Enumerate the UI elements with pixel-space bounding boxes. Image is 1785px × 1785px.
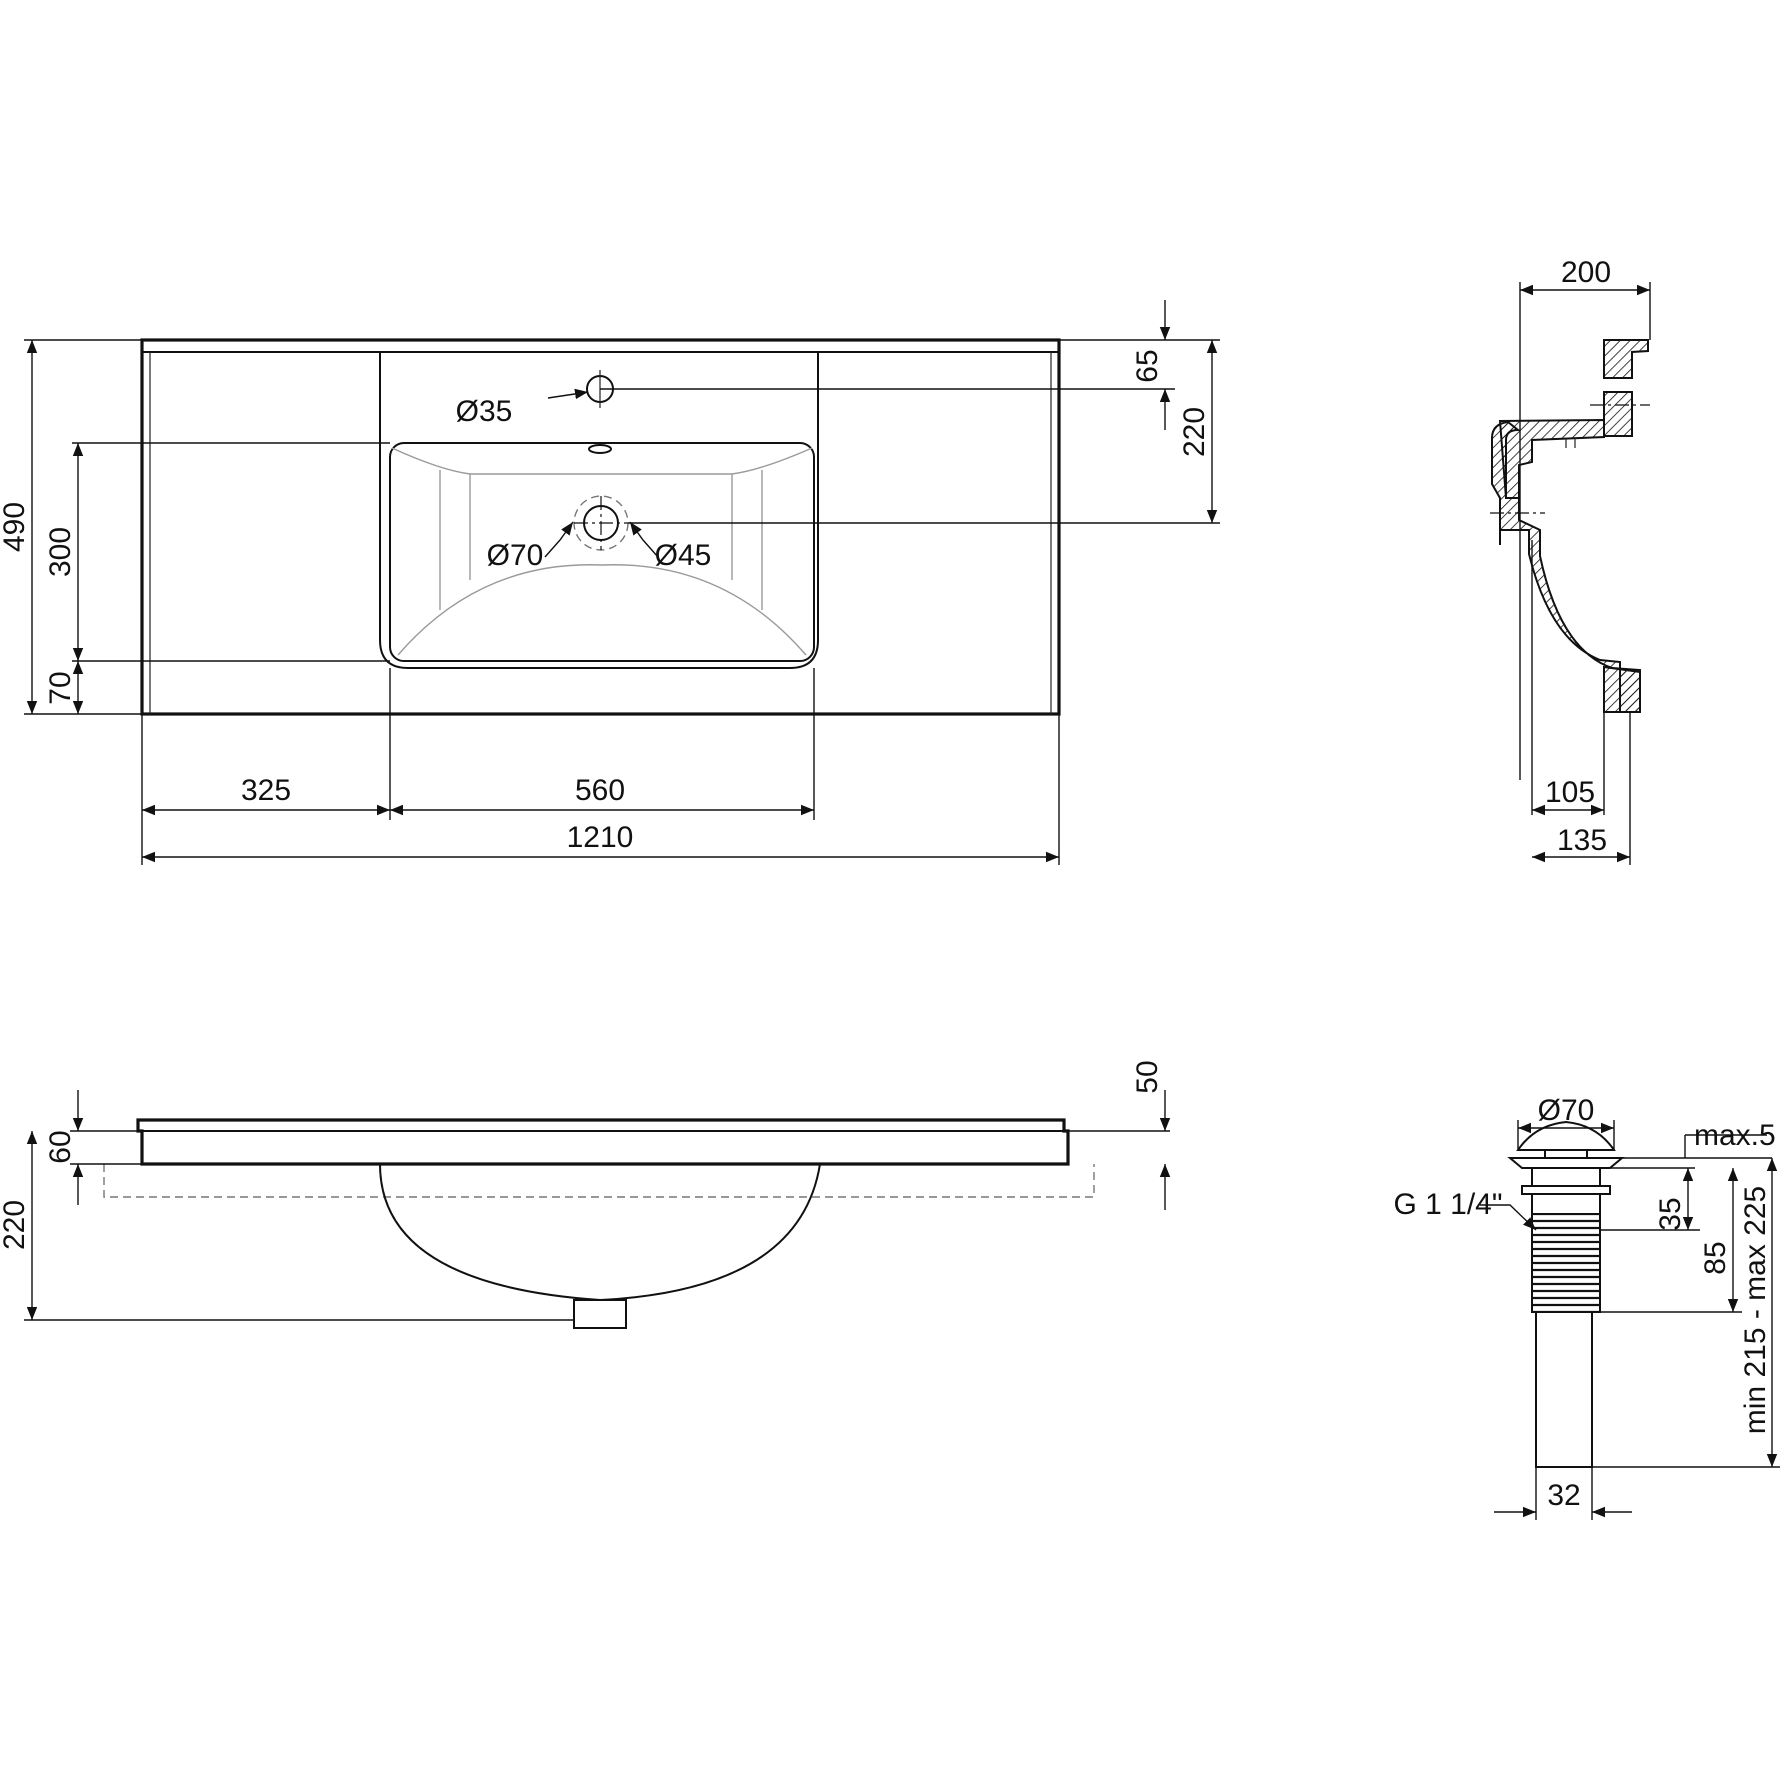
dim-overall-depth: 490 bbox=[0, 502, 31, 552]
dim-drain-offset: 220 bbox=[1178, 407, 1211, 457]
drain-threaded-body bbox=[1531, 1213, 1601, 1313]
dim-section-depth: 200 bbox=[1561, 256, 1611, 289]
countertop-outline bbox=[140, 338, 1061, 716]
label-cap-lift: max.5 bbox=[1694, 1119, 1776, 1152]
overflow-slot bbox=[588, 444, 612, 454]
dim-overall-width: 1210 bbox=[567, 821, 634, 854]
bowl-inner bbox=[389, 442, 815, 662]
drain-detail-view: Ø70 max.5 35 85 min 215 - max 225 G 1 1/… bbox=[1393, 1094, 1780, 1520]
drain-tail-pipe bbox=[1535, 1311, 1593, 1468]
countertop-front-outline bbox=[136, 1118, 1070, 1166]
dim-cap-diameter: Ø70 bbox=[1538, 1094, 1595, 1127]
dim-bowl-outer-depth: 135 bbox=[1557, 824, 1607, 857]
label-thread-size: G 1 1/4" bbox=[1393, 1188, 1502, 1221]
label-drain-outer-diameter: Ø70 bbox=[487, 539, 544, 572]
dim-tube-diameter: 32 bbox=[1547, 1479, 1580, 1512]
dim-front-margin: 70 bbox=[44, 671, 77, 704]
front-elevation-view: 60 220 50 bbox=[0, 1060, 1171, 1329]
drain-cap bbox=[1516, 1120, 1616, 1151]
label-drain-inner-diameter: Ø45 bbox=[655, 539, 712, 572]
plan-view: 325 560 1210 490 300 70 65 220 Ø35 Ø70 Ø… bbox=[0, 300, 1220, 865]
drain-flange bbox=[1507, 1157, 1625, 1169]
dim-bowl-depth: 300 bbox=[44, 527, 77, 577]
bowl-front-outline bbox=[379, 1163, 821, 1302]
drain-stub bbox=[573, 1299, 627, 1329]
dim-left-margin: 325 bbox=[241, 774, 291, 807]
dim-bowl-inner-depth: 105 bbox=[1545, 776, 1595, 809]
dim-body-height: 85 bbox=[1699, 1241, 1732, 1274]
label-tap-hole-diameter: Ø35 bbox=[456, 395, 513, 428]
dim-rim-thickness: 50 bbox=[1131, 1060, 1164, 1093]
bowl-recess-outline bbox=[379, 352, 819, 669]
dim-tap-hole-offset: 65 bbox=[1131, 349, 1164, 382]
dim-flange-height: 35 bbox=[1654, 1197, 1687, 1230]
side-section-view: 200 105 135 bbox=[1490, 256, 1651, 865]
dim-bowl-width: 560 bbox=[575, 774, 625, 807]
dim-total-height: 220 bbox=[0, 1200, 31, 1250]
dim-length-range: min 215 - max 225 bbox=[1739, 1186, 1772, 1434]
dim-rim-height: 60 bbox=[44, 1130, 77, 1163]
